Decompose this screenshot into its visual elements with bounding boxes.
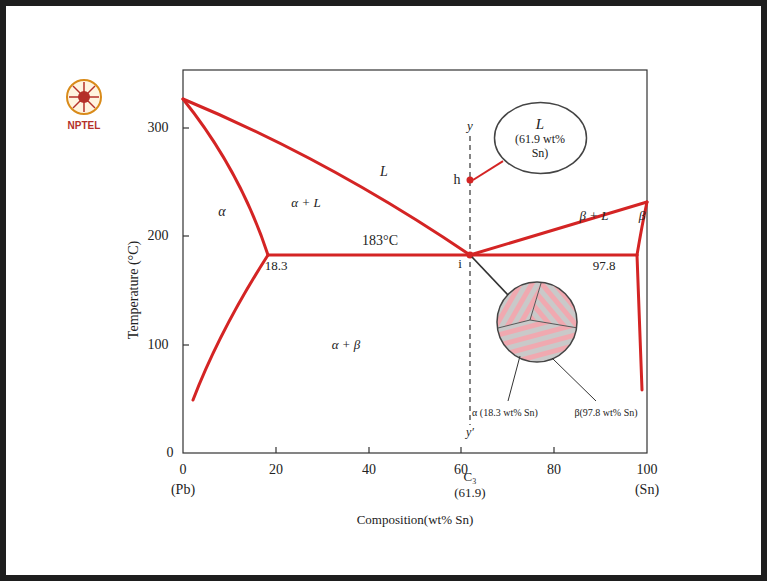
region-label: y′ xyxy=(466,426,474,439)
leader-line xyxy=(508,356,520,401)
axis-label: 300 xyxy=(148,120,169,135)
axis-label: 100 xyxy=(148,337,169,352)
axis-label: (61.9) xyxy=(454,486,485,500)
axis-label: Composition(wt% Sn) xyxy=(357,513,474,527)
region-label: β + L xyxy=(580,209,609,223)
callout-circle: L(61.9 wt% Sn) xyxy=(493,101,588,175)
region-label: y xyxy=(467,119,473,133)
region-label: α + L xyxy=(291,196,320,210)
axis-ticks xyxy=(183,128,554,453)
phase-boundary xyxy=(183,99,647,400)
eutectic-microstructure xyxy=(497,282,577,362)
axis-label: (Pb) xyxy=(171,482,195,497)
axis-label: 0 xyxy=(167,445,174,460)
region-label: L xyxy=(380,164,388,179)
region-label: β(97.8 wt% Sn) xyxy=(574,407,637,418)
callout-text: (61.9 wt% Sn) xyxy=(510,133,570,161)
axis-label: 80 xyxy=(547,462,561,477)
region-label: 183°C xyxy=(362,233,398,248)
axis-label: 200 xyxy=(148,228,169,243)
axis-label: Temperature (°C) xyxy=(126,241,141,339)
plot-frame xyxy=(183,70,647,453)
phase-symbol: L xyxy=(536,116,544,133)
region-label: β xyxy=(639,209,645,223)
axis-label: 40 xyxy=(362,462,376,477)
leader-line xyxy=(473,161,503,180)
point-marker xyxy=(467,177,474,184)
region-label: h xyxy=(454,172,461,187)
leader-line xyxy=(472,257,508,295)
axis-label: 100 xyxy=(637,462,658,477)
axis-label: 0 xyxy=(180,462,187,477)
axis-label: (Sn) xyxy=(635,482,659,497)
eutectic-microstructure xyxy=(490,270,590,370)
axis-label: NPTEL xyxy=(68,120,101,131)
region-label: α (18.3 wt% Sn) xyxy=(472,407,538,418)
region-label: 18.3 xyxy=(265,259,288,273)
region-label: i xyxy=(458,257,462,271)
axis-label: 20 xyxy=(269,462,283,477)
region-label: α + β xyxy=(332,338,361,352)
leader-line xyxy=(552,358,596,401)
region-label: α xyxy=(218,204,225,219)
logo-icon xyxy=(67,80,101,114)
region-label: 97.8 xyxy=(593,259,616,273)
axis-label: C₃ xyxy=(463,470,476,484)
